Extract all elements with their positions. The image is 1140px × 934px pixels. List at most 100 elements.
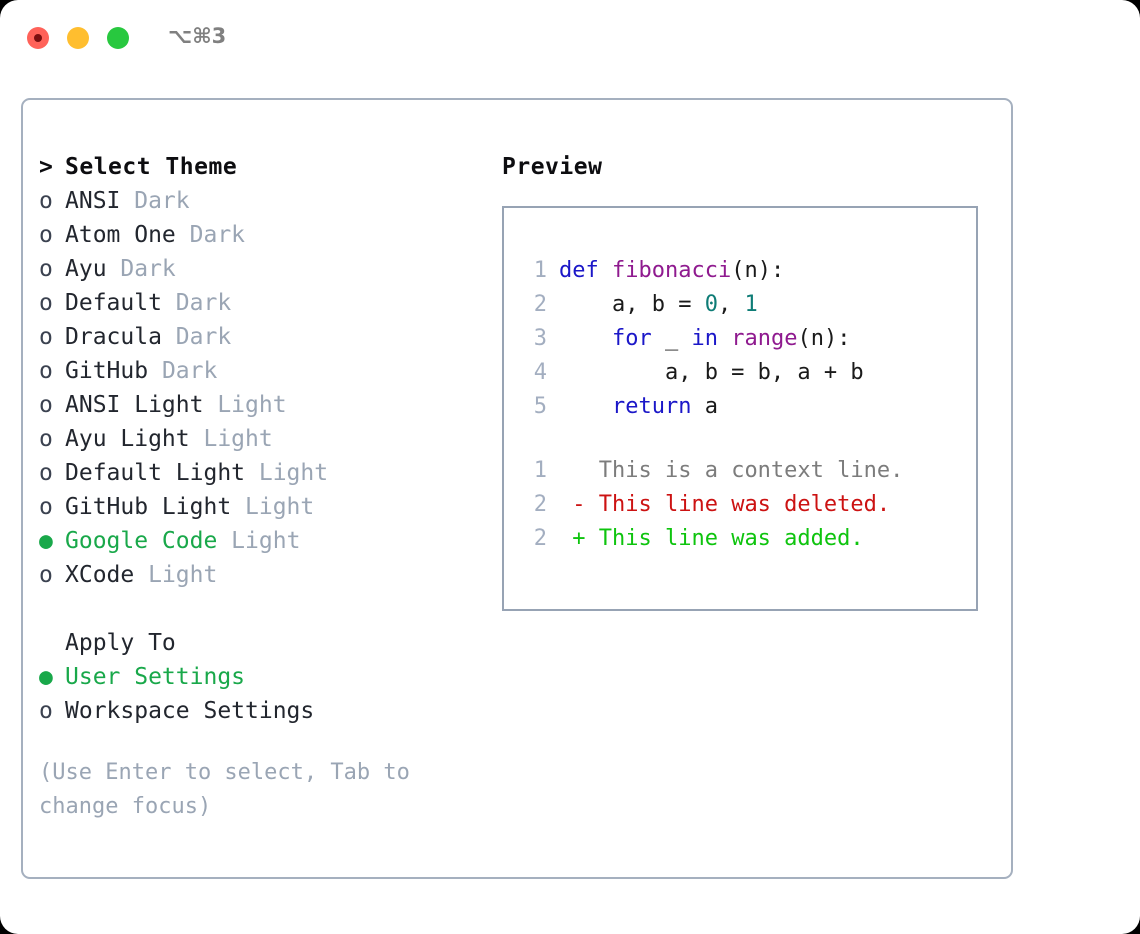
diff-line: 2 + This line was added. (521, 522, 968, 556)
diff-line: 1 This is a context line. (521, 454, 968, 488)
theme-name-label: Ayu (65, 256, 107, 282)
theme-list-item[interactable]: ●Google Code Light (39, 524, 489, 558)
diff-text: This line was added. (585, 526, 864, 551)
radio-unselected-icon[interactable]: o (39, 562, 53, 588)
radio-selected-icon[interactable]: ● (39, 528, 53, 554)
code-token: a, b = (559, 292, 705, 317)
line-number: 1 (533, 458, 547, 483)
preview-title: Preview (502, 154, 603, 180)
radio-unselected-icon[interactable]: o (39, 358, 53, 384)
theme-name-label: ANSI (65, 188, 121, 214)
code-token (559, 394, 612, 419)
code-token: fibonacci (611, 258, 732, 283)
theme-name-label: Dracula (65, 324, 162, 350)
code-token: range (731, 326, 798, 351)
theme-list-item[interactable]: o Dracula Dark (39, 320, 489, 354)
keyboard-shortcut-label: ⌥⌘3 (168, 24, 227, 48)
diff-line: 2 - This line was deleted. (521, 488, 968, 522)
theme-list-item[interactable]: o Ayu Dark (39, 252, 489, 286)
radio-selected-icon[interactable]: ● (39, 664, 53, 690)
radio-unselected-icon[interactable]: o (39, 392, 53, 418)
close-button[interactable] (27, 27, 49, 49)
diff-sample-block: 1 This is a context line.2 - This line w… (521, 454, 968, 556)
radio-unselected-icon[interactable]: o (39, 222, 53, 248)
select-theme-heading-label: Select Theme (65, 154, 238, 180)
radio-unselected-icon[interactable]: o (39, 494, 53, 520)
radio-unselected-icon[interactable]: o (39, 290, 53, 316)
title-bar: ⌥⌘3 (0, 0, 1140, 78)
radio-unselected-icon[interactable]: o (39, 256, 53, 282)
theme-variant-label: Dark (161, 324, 232, 350)
line-number: 4 (533, 360, 547, 385)
code-token: in (691, 326, 718, 351)
code-line: 2 a, b = 0, 1 (521, 288, 968, 322)
code-token (559, 326, 612, 351)
line-number: 2 (533, 292, 547, 317)
theme-name-label: Default (65, 290, 162, 316)
code-token: (n): (797, 326, 851, 351)
code-line: 3 for _ in range(n): (521, 322, 968, 356)
theme-variant-label: Dark (106, 256, 176, 282)
maximize-button[interactable] (107, 27, 129, 49)
theme-name-label: Default Light (65, 460, 246, 486)
radio-unselected-icon[interactable]: o (39, 698, 53, 724)
line-number: 3 (533, 326, 547, 351)
code-token: , (717, 292, 745, 317)
code-token: _ (651, 326, 692, 351)
theme-name-label: GitHub Light (65, 494, 232, 520)
code-token: 0 (704, 292, 718, 317)
radio-unselected-icon[interactable]: o (39, 324, 53, 350)
theme-list-item[interactable]: o Default Dark (39, 286, 489, 320)
theme-name-label: GitHub (65, 358, 149, 384)
code-token: (n): (731, 258, 785, 283)
theme-name-label: Ayu Light (65, 426, 190, 452)
prompt-caret-icon: > (39, 154, 54, 180)
line-number: 2 (533, 526, 547, 551)
line-number: 1 (533, 258, 547, 283)
theme-variant-label: Light (217, 528, 301, 554)
code-token: return (611, 394, 692, 419)
select-theme-heading: > Select Theme (39, 150, 489, 184)
code-token: for (611, 326, 652, 351)
theme-variant-label: Dark (161, 290, 232, 316)
apply-to-label: Apply To (65, 630, 176, 656)
line-number: 5 (533, 394, 547, 419)
code-token: 1 (744, 292, 758, 317)
list-spacer (39, 592, 489, 626)
diff-text: This line was deleted. (585, 492, 891, 517)
theme-name-label: ANSI Light (65, 392, 204, 418)
radio-unselected-icon[interactable]: o (39, 426, 53, 452)
code-token: def (559, 258, 612, 283)
theme-list-item[interactable]: o Default Light Light (39, 456, 489, 490)
apply-to-item[interactable]: ● User Settings (39, 660, 489, 694)
apply-to-label-text: User Settings (65, 664, 246, 690)
code-token: a (691, 394, 718, 419)
radio-unselected-icon[interactable]: o (39, 460, 53, 486)
line-number: 2 (533, 492, 547, 517)
minimize-button[interactable] (67, 27, 89, 49)
code-line: 4 a, b = b, a + b (521, 356, 968, 390)
radio-unselected-icon[interactable]: o (39, 188, 53, 214)
window-controls (27, 27, 129, 49)
theme-variant-label: Light (245, 460, 329, 486)
theme-variant-label: Light (134, 562, 218, 588)
theme-variant-label: Dark (120, 188, 190, 214)
keyboard-hint-text: (Use Enter to select, Tab to change focu… (39, 760, 410, 819)
theme-list-item[interactable]: o ANSI Dark (39, 184, 489, 218)
theme-name-label: Atom One (65, 222, 176, 248)
